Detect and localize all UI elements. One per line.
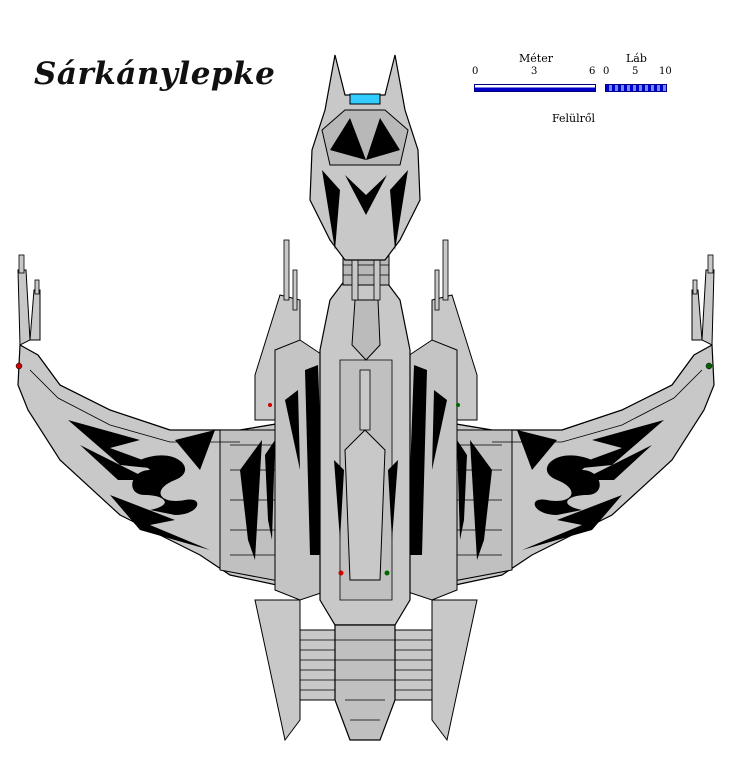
main-engine: [334, 624, 396, 741]
feet-scale-bar: [605, 84, 667, 92]
meter-tick-0: 0: [472, 66, 479, 77]
starboard-light: [705, 362, 713, 370]
feet-scale-label: Láb: [626, 52, 647, 65]
diagram-title: Sárkánylepke: [34, 56, 276, 92]
cockpit-window: [349, 93, 381, 105]
feet-tick-5: 5: [632, 66, 639, 77]
meter-tick-3: 3: [531, 66, 538, 77]
view-label: Felülről: [552, 112, 596, 125]
meter-tick-6: 6: [589, 66, 596, 77]
port-light: [15, 362, 23, 370]
meter-scale-bar: [474, 84, 596, 92]
feet-tick-10: 10: [659, 66, 672, 77]
meter-scale-label: Méter: [519, 52, 553, 65]
feet-tick-0: 0: [603, 66, 610, 77]
